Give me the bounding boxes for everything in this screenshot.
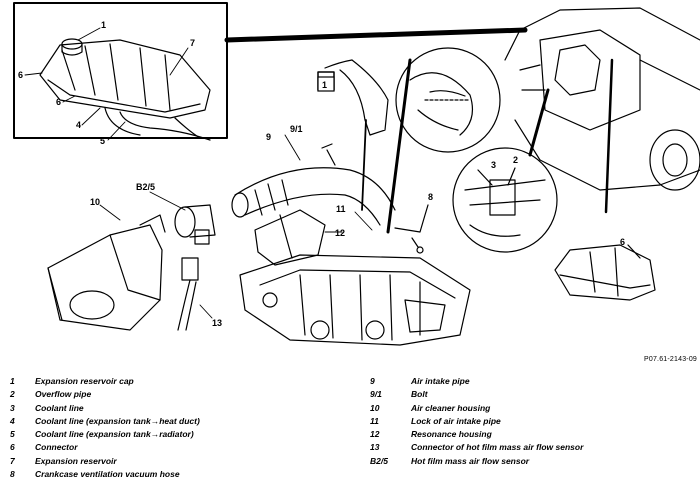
legend-text: Connector xyxy=(35,442,78,453)
legend-item: 11 Lock of air intake pipe xyxy=(370,415,690,428)
legend-item: 5 Coolant line (expansion tank→radiator) xyxy=(10,428,350,441)
legend-number: 5 xyxy=(10,429,15,440)
legend-number: 4 xyxy=(10,415,15,426)
legend-text: Overflow pipe xyxy=(35,389,92,400)
air-intake-pipe xyxy=(231,134,396,226)
detail-reservoir xyxy=(554,244,656,301)
air-flow-sensor xyxy=(149,191,216,245)
legend-right: 9 Air intake pipe 9/1 Bolt 10 Air cleaner h… xyxy=(370,375,690,468)
legend-number: 10 xyxy=(370,402,380,413)
callout-9: 9 xyxy=(266,132,271,142)
legend-number: 6 xyxy=(10,442,15,453)
legend-text: Coolant line (expansion tank→heat duct) xyxy=(35,415,200,426)
inset-expansion-reservoir xyxy=(13,2,228,141)
boxed-label: 1 xyxy=(322,80,327,90)
callout-7: 7 xyxy=(190,38,195,48)
legend-text: Crankcase ventilation vacuum hose xyxy=(35,469,180,480)
callout-6: 6 xyxy=(18,70,23,80)
crankcase-hose xyxy=(394,204,429,254)
legend-item: 2 Overflow pipe xyxy=(10,388,350,401)
legend-text: Bolt xyxy=(411,389,428,400)
legend-number: 3 xyxy=(10,402,15,413)
callout-13: 13 xyxy=(212,318,222,328)
legend-item: 4 Coolant line (expansion tank→heat duct) xyxy=(10,415,350,428)
legend-number: B2/5 xyxy=(370,455,388,466)
legend-number: 1 xyxy=(10,376,15,386)
legend-item: 10 Air cleaner housing xyxy=(370,402,690,415)
engine-bay-view xyxy=(504,7,700,191)
legend-item: 13 Connector of hot film mass air flow se… xyxy=(370,441,690,454)
legend-item: B2/5 Hot film mass air flow sensor xyxy=(370,455,690,468)
legend-text: Expansion reservoir cap xyxy=(35,376,134,386)
legend-item: 12 Resonance housing xyxy=(370,428,690,441)
legend-number: 9/1 xyxy=(370,389,382,400)
sensor-connector xyxy=(177,257,213,331)
legend-text: Expansion reservoir xyxy=(35,455,117,466)
legend-text: Coolant line (expansion tank→radiator) xyxy=(35,429,194,440)
callout-10: 10 xyxy=(90,197,100,207)
legend-item: 6 Connector xyxy=(10,441,350,454)
legend-text: Resonance housing xyxy=(411,429,492,440)
exploded-diagram: 1 1 7 6 6 4 5 9/1 9 8 B2/5 10 11 12 13 3… xyxy=(13,2,700,346)
callout-1: 1 xyxy=(101,20,106,30)
callout-b2-5: B2/5 xyxy=(136,182,155,192)
legend-number: 9 xyxy=(370,376,375,386)
callout-2: 2 xyxy=(513,155,518,165)
legend-number: 11 xyxy=(370,415,379,426)
figure-reference: P07.61-2143-09 xyxy=(644,356,698,363)
engine-block xyxy=(239,254,471,346)
callout-11: 11 xyxy=(336,204,346,214)
legend-item: 8 Crankcase ventilation vacuum hose xyxy=(10,468,350,481)
legend-number: 12 xyxy=(370,429,380,440)
callout-9-1: 9/1 xyxy=(290,124,303,134)
legend-text: Coolant line xyxy=(35,402,84,413)
legend-text: Air cleaner housing xyxy=(411,402,491,413)
resonance-housing xyxy=(254,209,343,266)
callout-6: 6 xyxy=(56,97,61,107)
detail-coolant-circle xyxy=(452,147,558,253)
legend-text: Air intake pipe xyxy=(411,376,470,386)
detail-lock-circle xyxy=(395,47,501,153)
legend-number: 8 xyxy=(10,469,15,480)
legend-item: 9/1 Bolt xyxy=(370,388,690,401)
legend-number: 2 xyxy=(10,389,15,400)
callout-5: 5 xyxy=(100,136,105,146)
callout-3: 3 xyxy=(491,160,496,170)
legend-item: 9 Air intake pipe xyxy=(370,375,690,388)
legend-number: 7 xyxy=(10,455,15,466)
legend-text: Connector of hot film mass air flow sens… xyxy=(411,442,584,453)
legend-text: Hot film mass air flow sensor xyxy=(411,455,530,466)
legend-item: 1 Expansion reservoir cap xyxy=(10,375,350,388)
air-cleaner-housing xyxy=(47,204,166,331)
callout-8: 8 xyxy=(428,192,433,202)
callout-12: 12 xyxy=(335,228,345,238)
legend-number: 13 xyxy=(370,442,380,453)
callout-6-detail: 6 xyxy=(620,237,625,247)
callout-4: 4 xyxy=(76,120,81,130)
legend-item: 7 Expansion reservoir xyxy=(10,455,350,468)
legend-item: 3 Coolant line xyxy=(10,402,350,415)
legend-text: Lock of air intake pipe xyxy=(411,415,501,426)
